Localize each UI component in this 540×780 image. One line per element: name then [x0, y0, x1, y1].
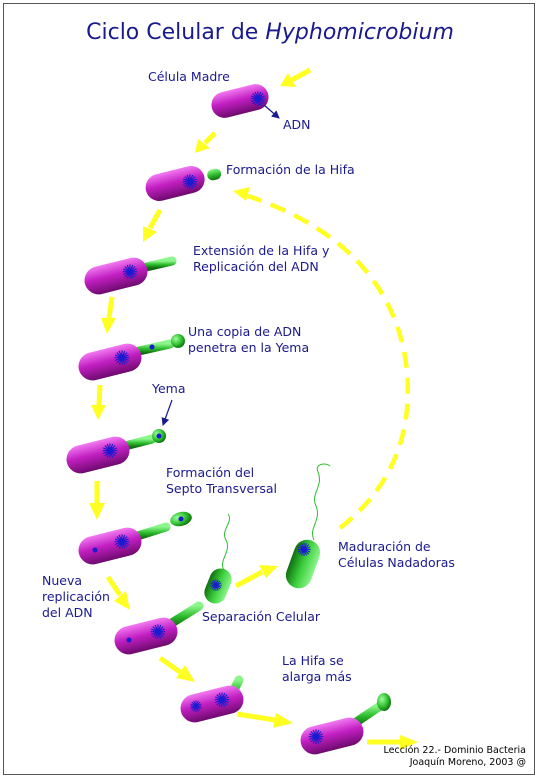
- arrow-9: [236, 711, 293, 728]
- dna-nucleoid: ✺: [114, 346, 131, 370]
- label-hypha-formation: Formación de la Hifa: [226, 162, 355, 177]
- label-hypha-extension-line2: Replicación del ADN: [193, 259, 319, 274]
- swarmer-dna: ✺: [296, 540, 311, 561]
- label-swarmer-maturation-line1: Maduración de: [338, 539, 431, 554]
- dna-nucleoid: ✺: [150, 620, 167, 644]
- cell-body: [114, 617, 178, 655]
- bud: [377, 693, 391, 711]
- cell-body: [78, 343, 142, 381]
- arrow-8: [158, 655, 195, 682]
- label-cell-separation: Separación Celular: [202, 609, 320, 624]
- label-hypha-extension-line1: Extensión de la Hifa y: [193, 243, 330, 258]
- swarmer-cell: [285, 539, 321, 589]
- yema-pointer: [161, 399, 173, 426]
- dna-copy: [92, 547, 98, 553]
- label-dna-copy-line2: penetra en la Yema: [188, 340, 310, 355]
- dna-nucleoid: ✺: [182, 170, 199, 194]
- credit-line1: Lección 22.- Dominio Bacteria: [383, 745, 526, 756]
- label-hypha-longer-line1: La Hifa se: [282, 653, 344, 668]
- arrow-7: [105, 575, 130, 610]
- title-genus: Hyphomicrobium: [265, 20, 454, 45]
- label-swarmer-maturation: Maduración de Células Nadadoras: [338, 539, 455, 571]
- label-dna-copy-line1: Una copia de ADN: [188, 324, 302, 339]
- mature-swarmer-cell: ✺: [285, 463, 331, 589]
- arrow-3: [143, 208, 163, 242]
- flagellum: [312, 463, 331, 541]
- cell-body: [300, 717, 364, 755]
- diagram-frame: [3, 3, 535, 775]
- label-septum-line1: Formación del: [166, 465, 255, 480]
- cell-body: [211, 84, 269, 118]
- bud-dna: [156, 433, 162, 439]
- dna-copy: [126, 637, 132, 643]
- label-hypha-longer: La Hifa se alarga más: [282, 653, 352, 685]
- credit-block: Lección 22.- Dominio Bacteria Joaquín Mo…: [384, 745, 526, 769]
- label-swarmer-maturation-line2: Células Nadadoras: [338, 555, 455, 570]
- dna-nucleoid: ✺: [250, 87, 267, 111]
- arrow-5: [91, 384, 106, 420]
- label-hypha-longer-line2: alarga más: [282, 669, 352, 684]
- label-new-replication-line2: replicación: [42, 589, 110, 604]
- stage-6-septum: ✺: [78, 511, 192, 565]
- stage-3-hypha-extension: ✺: [84, 256, 177, 295]
- stage-7-separation: ✺ ✺: [114, 513, 232, 655]
- label-mother-cell: Célula Madre: [148, 69, 230, 84]
- label-new-replication-line1: Nueva: [42, 573, 83, 588]
- dna-nucleoid: ✺: [102, 439, 119, 463]
- swarmer-cell: [204, 568, 232, 604]
- cell-body: [145, 165, 205, 201]
- label-dna-copy: Una copia de ADN penetra en la Yema: [188, 324, 309, 356]
- cell-body: [84, 257, 148, 295]
- cell-body: [78, 527, 142, 565]
- dna-nucleoid: ✺: [122, 260, 139, 284]
- cell-body: [180, 685, 244, 723]
- hypha: [207, 168, 222, 181]
- cell-body: [66, 436, 130, 474]
- arrow-10: [367, 735, 418, 750]
- hypha: [137, 256, 177, 273]
- diagram-title: Ciclo Celular de Hyphomicrobium: [0, 20, 540, 45]
- stage-5-bud: ✺: [66, 399, 173, 474]
- label-septum-line2: Septo Transversal: [166, 481, 277, 496]
- label-adn: ADN: [283, 117, 311, 132]
- title-prefix: Ciclo Celular de: [86, 20, 266, 45]
- arrow-4: [101, 296, 116, 334]
- arrow-2: [195, 131, 217, 153]
- label-bud: Yema: [152, 381, 186, 396]
- stage-8-hypha-elongates: ✺ ✺: [180, 675, 244, 723]
- credit-line2: Joaquín Moreno, 2003 @: [409, 757, 526, 768]
- swarmer-dna: ✺: [209, 576, 222, 595]
- label-new-replication-line3: del ADN: [42, 605, 93, 620]
- adn-pointer: [263, 104, 280, 119]
- dna-nucleoid: ✺: [214, 688, 231, 712]
- label-septum: Formación del Septo Transversal: [166, 465, 277, 497]
- bud-dna: [178, 516, 184, 522]
- arrow-6: [89, 481, 105, 520]
- dna-copy: [149, 344, 155, 350]
- dashed-return-arrow: [233, 187, 410, 530]
- arrow-1: [280, 67, 312, 87]
- dna-nucleoid: ✺: [114, 530, 131, 554]
- stage-4-dna-enters-bud: ✺: [78, 334, 185, 381]
- progression-arrows: [89, 67, 418, 750]
- stage-1-mother-cell: ✺: [211, 84, 280, 119]
- dna-nucleoid: ✺: [308, 725, 325, 749]
- bud: [171, 334, 185, 348]
- label-new-replication: Nueva replicación del ADN: [42, 573, 110, 621]
- label-hypha-extension: Extensión de la Hifa y Replicación del A…: [193, 243, 329, 275]
- arrow-11: [234, 565, 278, 589]
- stage-2-hypha-formation: ✺: [145, 165, 222, 201]
- stage-9-new-bud: ✺: [300, 693, 391, 755]
- flagellum: [222, 513, 230, 571]
- dna-nucleoid-2: ✺: [189, 697, 202, 716]
